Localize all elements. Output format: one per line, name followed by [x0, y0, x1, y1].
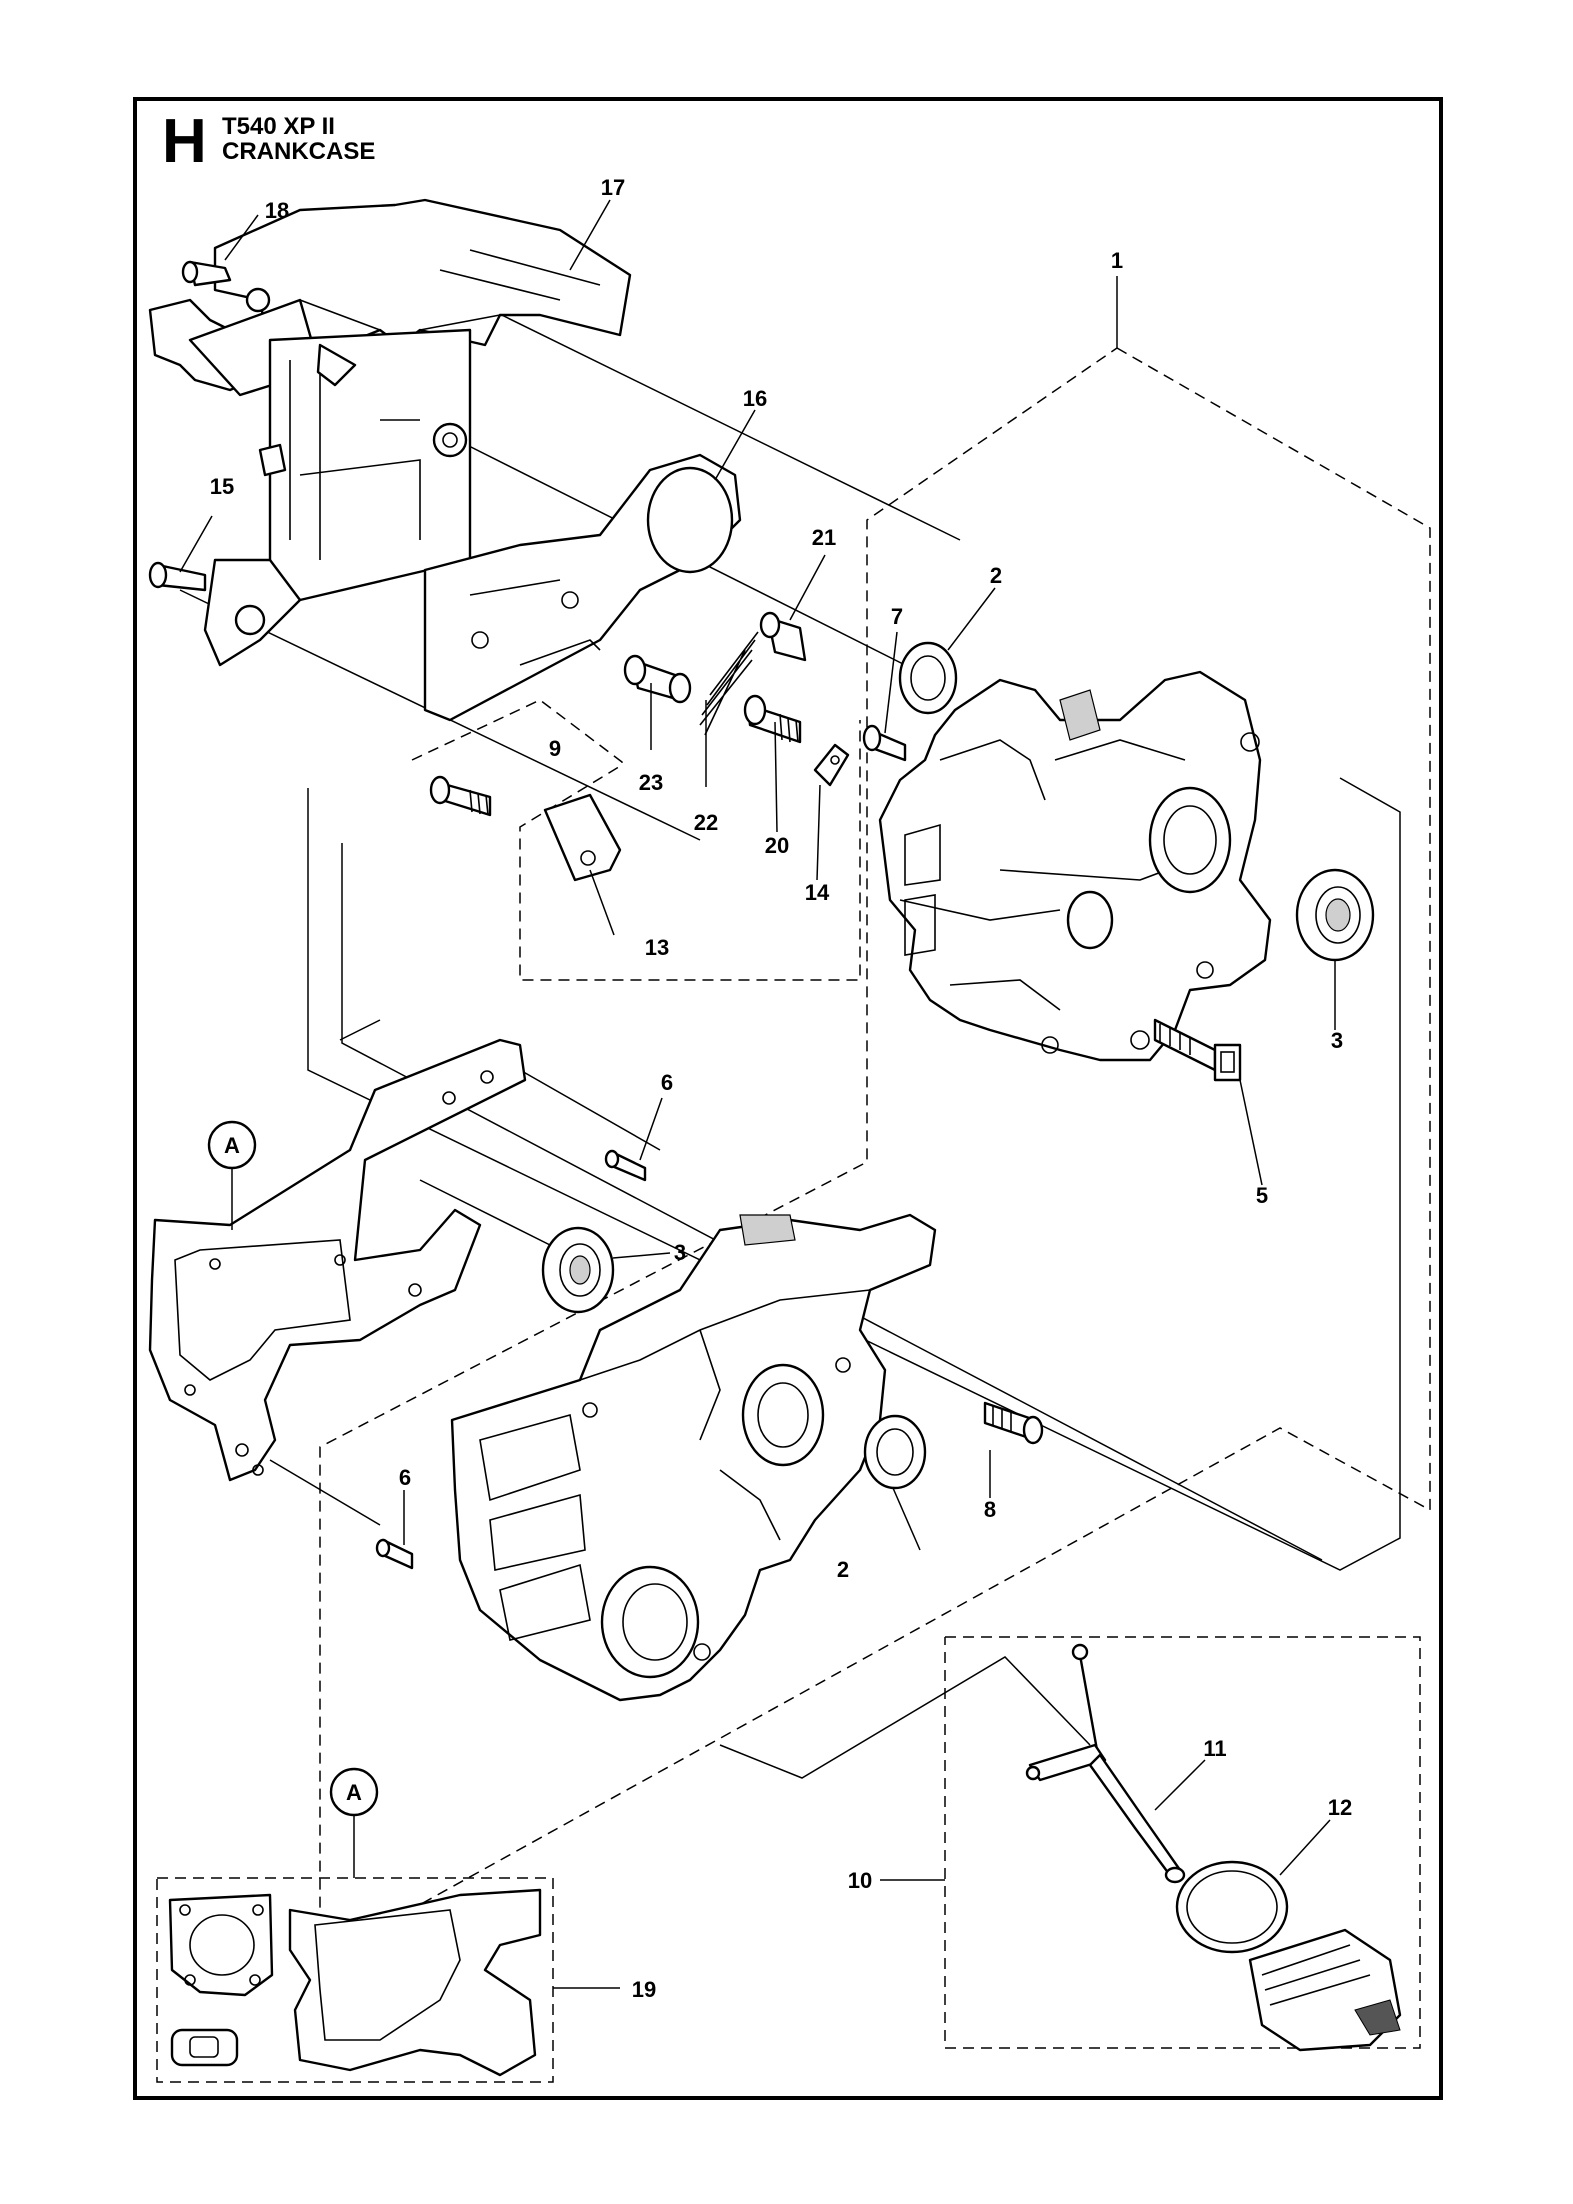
diagram-frame	[133, 97, 1443, 2100]
part-22-spring	[699, 631, 759, 736]
part-6-dowel-lower	[375, 1538, 414, 1570]
diagram-title: T540 XP II CRANKCASE	[222, 113, 376, 166]
alignment-lines	[179, 269, 1401, 1779]
part-20-bolt	[743, 694, 802, 744]
part-6-dowel-upper	[604, 1149, 647, 1182]
callout-23: 23	[639, 770, 663, 795]
subassembly-box-19	[156, 1877, 554, 2083]
section-title: CRANKCASE	[222, 138, 376, 166]
callout-18: 18	[265, 198, 289, 223]
reference-marker-a-lower-label: A	[346, 1780, 362, 1805]
part-18-pin	[181, 260, 232, 287]
subassembly-box-10	[944, 1636, 1421, 2049]
part-12-seal-ring	[1175, 1860, 1289, 1954]
part-21-nut	[759, 611, 807, 662]
callout-16: 16	[743, 386, 767, 411]
part-9-screw	[429, 775, 492, 817]
part-3-bearing-lower	[541, 1226, 615, 1314]
callout-12: 12	[1328, 1795, 1352, 1820]
callout-6-upper: 6	[661, 1070, 673, 1095]
callout-15: 15	[210, 474, 234, 499]
callout-10: 10	[848, 1868, 872, 1893]
callout-2-upper: 2	[990, 563, 1002, 588]
part-15-pin	[148, 561, 207, 592]
callout-leaders	[179, 199, 1336, 1989]
callout-8: 8	[984, 1497, 996, 1522]
callout-11: 11	[1203, 1736, 1226, 1761]
part-10-fuel-cap	[1248, 1928, 1402, 2052]
callout-6-lower: 6	[399, 1465, 411, 1490]
callout-22: 22	[694, 810, 718, 835]
part-23-sleeve	[623, 654, 692, 704]
callout-5: 5	[1256, 1183, 1268, 1208]
callout-3-lower: 3	[674, 1240, 686, 1265]
callout-13: 13	[645, 935, 669, 960]
callout-7: 7	[891, 604, 903, 629]
callout-3-upper: 3	[1331, 1028, 1343, 1053]
callout-9: 9	[549, 736, 561, 761]
part-11-fuel-filter-assembly	[1025, 1643, 1186, 1884]
part-8-screw	[983, 1401, 1044, 1445]
part-16-guide-plate	[423, 453, 742, 722]
chain-guard-plate	[148, 198, 632, 667]
callout-17: 17	[601, 175, 625, 200]
part-7-screw	[862, 724, 907, 762]
callout-21: 21	[812, 525, 836, 550]
callout-1: 1	[1111, 248, 1123, 273]
part-1-crankcase-upper	[878, 670, 1272, 1062]
part-14-washer	[813, 743, 850, 787]
part-19-gasket-kit	[168, 1888, 542, 2077]
section-letter: H	[162, 107, 207, 176]
callout-2-lower: 2	[837, 1557, 849, 1582]
part-1-crankcase-lower	[450, 1213, 937, 1702]
callout-numbers: 1 2 2 3 3 5 6 6 7 8 9 10 11 12 13 14 15 …	[210, 175, 1352, 2002]
callout-14: 14	[805, 880, 830, 905]
part-5-bolt	[1153, 1018, 1242, 1082]
part-3-bearing-upper	[1295, 868, 1375, 962]
assembly-outline-9	[411, 699, 861, 981]
part-13-clip	[543, 793, 622, 882]
model-name: T540 XP II	[222, 113, 335, 140]
part-2-seal-lower	[863, 1414, 927, 1490]
callout-19: 19	[632, 1977, 656, 2002]
part-2-seal-upper	[898, 641, 958, 715]
callout-20: 20	[765, 833, 789, 858]
reference-marker-a-upper-label: A	[224, 1133, 240, 1158]
crankcase-gasket	[148, 1038, 527, 1482]
